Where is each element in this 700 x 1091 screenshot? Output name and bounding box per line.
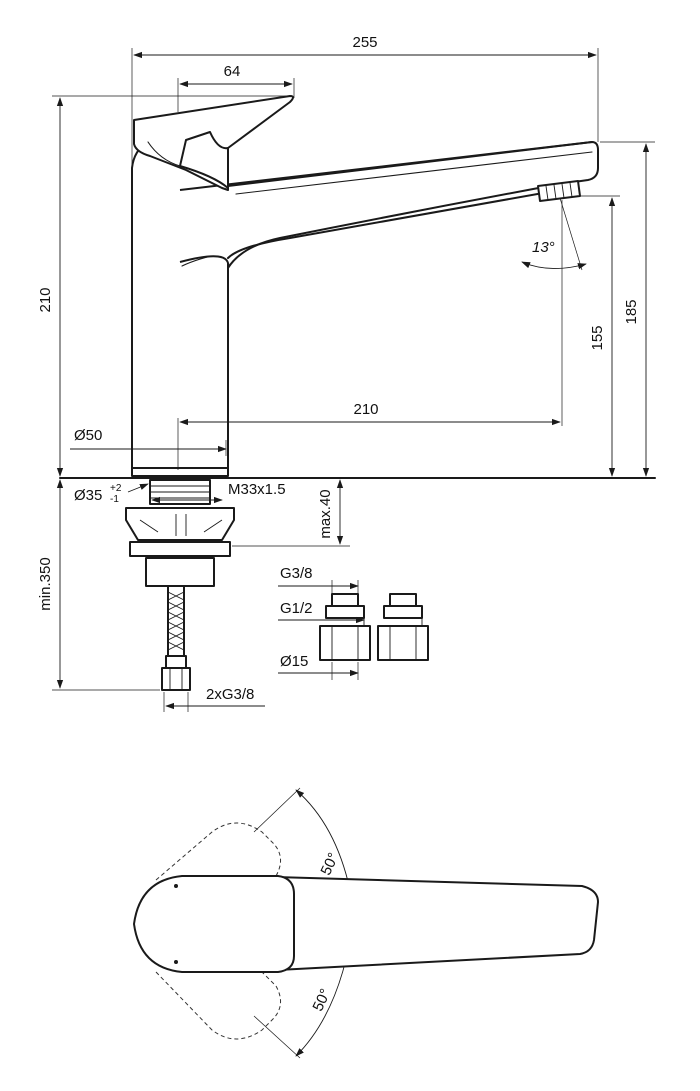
dim-body-diameter: Ø50 bbox=[74, 427, 102, 444]
dim-max-deck: max.40 bbox=[317, 489, 334, 538]
spray-angle-line bbox=[559, 197, 583, 271]
dim-hose-length: min.350 bbox=[37, 557, 54, 610]
spray-angle-arc bbox=[521, 261, 587, 270]
dim-spray-angle: 13° bbox=[532, 239, 555, 256]
handle-plan bbox=[133, 875, 295, 973]
swivel-outline-top bbox=[155, 822, 281, 907]
handle-plan-dot-bottom bbox=[174, 960, 178, 964]
dim-hose-connection: 2xG3/8 bbox=[206, 686, 254, 703]
handle-cap bbox=[179, 131, 229, 189]
dim-handle-width: 64 bbox=[224, 63, 241, 80]
dim-overall-length: 255 bbox=[352, 34, 377, 51]
adapter-1-nut bbox=[319, 625, 371, 661]
spout-plan bbox=[239, 875, 599, 973]
dim-total-height: 210 bbox=[37, 287, 54, 312]
dim-adapter-mid: G1/2 bbox=[280, 600, 313, 617]
handle-edge bbox=[147, 141, 181, 167]
dim-hole-diameter-line bbox=[127, 483, 149, 493]
fixing-nut-detail bbox=[139, 514, 223, 536]
swivel-outline-bottom bbox=[155, 955, 281, 1040]
adapter-2-detail bbox=[384, 617, 423, 660]
adapter-2-nut bbox=[377, 625, 429, 661]
dim-spout-height: 185 bbox=[623, 299, 640, 324]
spout bbox=[179, 141, 599, 469]
base-ring bbox=[131, 467, 229, 477]
swivel-angle-line-bottom bbox=[253, 1015, 301, 1059]
dimension-lines: 255 64 210 185 155 13° 210 Ø50 Ø35 bbox=[37, 34, 655, 712]
dim-hole-diameter: Ø35 bbox=[74, 487, 102, 504]
hose-braid bbox=[167, 591, 185, 651]
nut-body bbox=[145, 557, 215, 587]
hose-nut-top bbox=[165, 655, 187, 669]
spout-bottom-edge bbox=[227, 189, 561, 259]
adapter-2-thread-top bbox=[389, 593, 417, 607]
dim-hole-tol-upper: +2 bbox=[110, 483, 122, 494]
dim-adapter-diameter: Ø15 bbox=[280, 653, 308, 670]
fixing-nut bbox=[125, 507, 235, 541]
adapter-1-collar bbox=[325, 605, 365, 619]
spout-top-edge bbox=[227, 141, 593, 187]
dim-spout-reach: 210 bbox=[353, 401, 378, 418]
aerator-detail bbox=[545, 182, 573, 201]
washer bbox=[129, 541, 231, 557]
dim-swivel-top: 50° bbox=[317, 850, 342, 878]
compression-adapters bbox=[319, 593, 429, 661]
dim-thread: M33x1.5 bbox=[228, 481, 286, 498]
spout-inner-line bbox=[235, 151, 593, 195]
adapter-1-thread-top bbox=[331, 593, 359, 607]
swivel-angle-line-top bbox=[253, 787, 301, 833]
dim-adapter-top: G3/8 bbox=[280, 565, 313, 582]
dim-outlet-height: 155 bbox=[589, 325, 606, 350]
dim-hole-tol-lower: -1 bbox=[110, 494, 119, 505]
hose-connector-detail bbox=[169, 668, 183, 690]
plan-view: 50° 50° bbox=[133, 787, 599, 1059]
handle-plan-dot-top bbox=[174, 884, 178, 888]
dim-swivel-bottom: 50° bbox=[309, 986, 334, 1014]
hose-connector bbox=[161, 667, 191, 691]
adapter-2-collar bbox=[383, 605, 423, 619]
